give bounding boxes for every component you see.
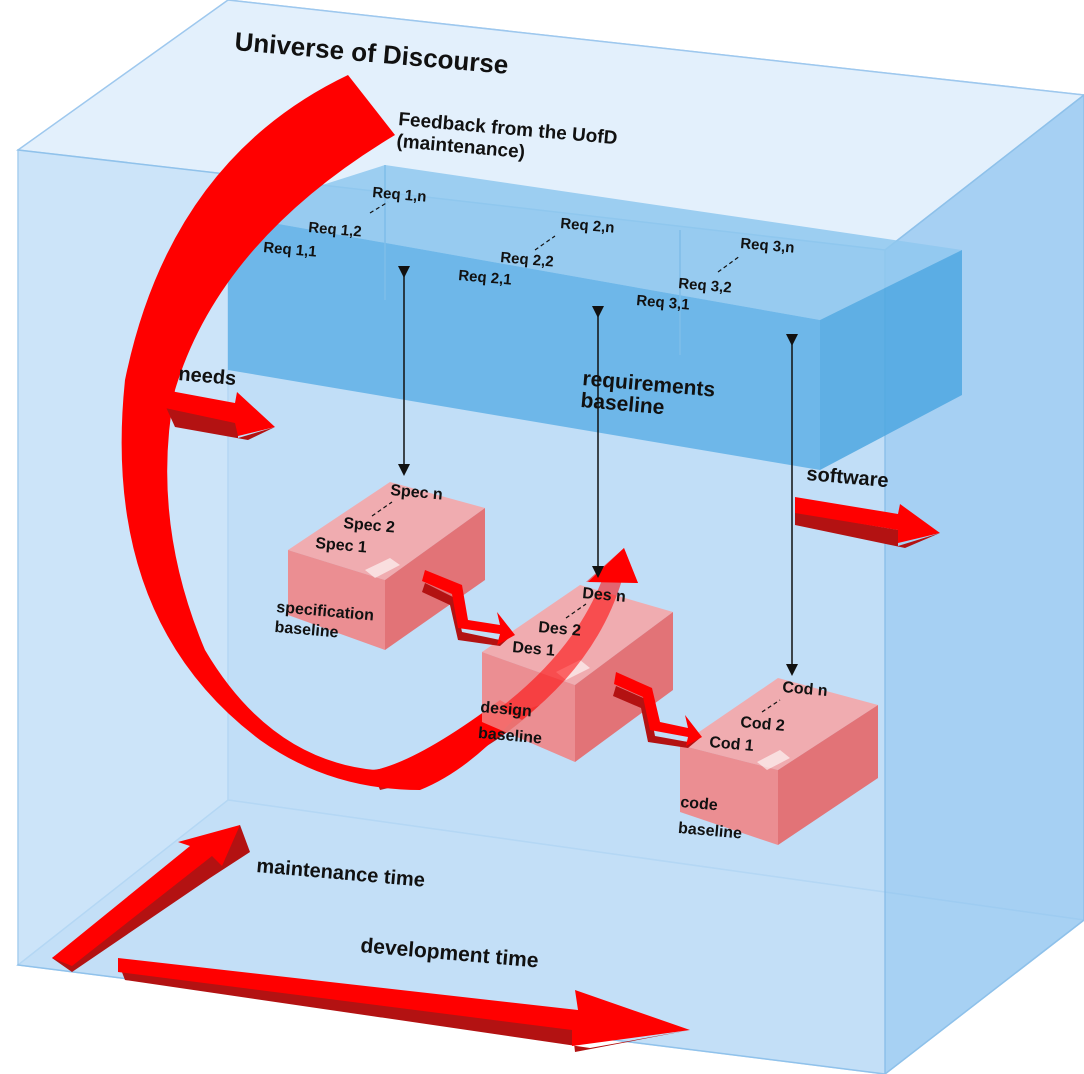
maintenance-time-arrow (52, 825, 250, 972)
code-items: Cod n Cod 2 Cod 1 (709, 679, 829, 755)
box-front (288, 550, 385, 650)
needs-arrow-body (165, 390, 275, 436)
step-arrow-side (422, 583, 512, 646)
spec-item-first: Spec 1 (315, 535, 368, 556)
req-item-first: Req 2,1 (458, 267, 513, 289)
software-arrow-side (795, 512, 940, 548)
design-item-first: Des 1 (512, 639, 556, 660)
code-baseline-line1: code (680, 794, 719, 814)
req-group-2: Req 2,n Req 2,2 Req 2,1 (458, 215, 615, 289)
req-item-first: Req 3,1 (636, 292, 691, 314)
design-item-last: Des n (582, 585, 627, 606)
software-arrow (795, 497, 940, 548)
req-item-last: Req 3,n (740, 235, 795, 257)
dev-arrow-body (118, 958, 690, 1046)
design-baseline-label: design baseline (477, 699, 542, 748)
code-item-last: Cod n (782, 679, 829, 700)
dash-line (369, 201, 389, 214)
trace-connectors (398, 266, 798, 676)
box-inner (757, 750, 790, 770)
code-item-first: Cod 1 (709, 734, 755, 755)
box-inner (365, 558, 400, 578)
req-item-second: Req 1,2 (308, 219, 363, 241)
design-to-code-arrow (613, 672, 702, 748)
spec-items: Spec n Spec 2 Spec 1 (315, 482, 444, 556)
code-baseline-label: code baseline (677, 794, 742, 843)
req-item-second: Req 3,2 (678, 275, 733, 297)
spec-item-second: Spec 2 (343, 515, 396, 536)
req-block-top (228, 165, 962, 320)
code-item-second: Cod 2 (740, 714, 786, 735)
step-arrow-side (613, 686, 700, 748)
design-baseline-line2: baseline (477, 725, 542, 748)
code-box (680, 678, 878, 845)
cube-right-face (884, 94, 1084, 1074)
box-top (680, 678, 878, 770)
item-dash-lines (369, 201, 781, 713)
design-baseline-line1: design (480, 699, 533, 720)
upturn-arrow-body (500, 548, 638, 720)
requirements-block (228, 165, 962, 470)
req-item-last: Req 1,n (372, 184, 427, 206)
req-block-right (820, 250, 962, 470)
dash-line (717, 255, 741, 273)
spec-item-last: Spec n (390, 482, 444, 504)
req-item-second: Req 2,2 (500, 249, 555, 271)
development-time-arrow (118, 958, 690, 1052)
req-item-last: Req 2,n (560, 215, 615, 237)
software-arrow-body (795, 497, 940, 543)
req-item-first: Req 1,1 (263, 239, 318, 261)
maint-arrow-body (52, 825, 240, 966)
spec-to-design-arrow (422, 570, 515, 646)
universe-cube (15, 0, 1084, 1074)
spec-baseline-line2: baseline (274, 619, 339, 642)
box-front (680, 745, 778, 845)
box-top (288, 482, 485, 580)
step-arrow-body (614, 672, 702, 746)
needs-label: needs (178, 363, 238, 390)
dash-line (761, 699, 781, 713)
code-baseline-line2: baseline (677, 820, 742, 843)
needs-arrow (165, 390, 275, 440)
design-item-second: Des 2 (538, 619, 582, 640)
req-group-3: Req 3,n Req 3,2 Req 3,1 (636, 235, 795, 314)
req-block-front (228, 215, 820, 470)
box-right (778, 705, 878, 845)
feedback-arc (121, 75, 521, 790)
step-arrow-body (422, 570, 515, 645)
req-group-1: Req 1,n Req 1,2 Req 1,1 (263, 184, 427, 261)
design-items: Des n Des 2 Des 1 (512, 585, 627, 660)
